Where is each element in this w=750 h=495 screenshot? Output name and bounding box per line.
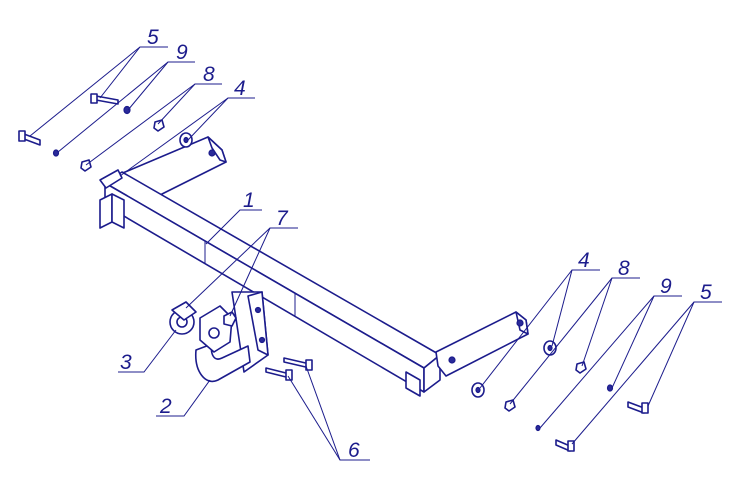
label-5-left: 5	[147, 26, 159, 49]
plate-hole	[258, 336, 266, 344]
bolt-6-upper-head	[305, 359, 313, 371]
bolt-5-left-upper	[95, 95, 119, 105]
label-1: 1	[243, 189, 255, 212]
left-fasteners	[18, 93, 193, 172]
bolt-5-left-upper-head	[90, 93, 98, 104]
bracket-hole	[448, 356, 456, 364]
bolt-5-right-lower-head	[567, 440, 575, 452]
nut-8-left-lower	[80, 159, 92, 172]
washer-9-right-upper	[606, 384, 614, 392]
leader-lines	[29, 46, 722, 461]
main-cross-beam	[99, 169, 441, 397]
label-8-right: 8	[618, 257, 630, 280]
tow-hook-assembly	[169, 291, 269, 383]
label-4-right: 4	[578, 249, 590, 272]
label-9-left: 9	[176, 41, 188, 64]
label-7: 7	[276, 207, 289, 230]
bolt-5-left-lower-head	[18, 130, 26, 142]
label-9-right: 9	[660, 275, 672, 298]
washer-9-left-upper	[123, 105, 131, 115]
nut-8-right-upper	[575, 361, 587, 374]
bolt-5-right-upper-head	[641, 402, 649, 414]
label-5-right: 5	[700, 281, 712, 304]
nut-8-left-upper	[153, 119, 165, 132]
label-2: 2	[159, 395, 172, 418]
label-8-left: 8	[203, 63, 215, 86]
label-6: 6	[348, 439, 360, 462]
label-3: 3	[120, 351, 132, 374]
part-number-labels: 5 9 8 4 1 7 3 2 6 4 8 9 5	[120, 26, 712, 462]
label-4-left: 4	[234, 77, 246, 100]
bracket-hole	[208, 149, 216, 157]
bolt-5-left-lower	[23, 133, 41, 146]
bolt-6-lower-head	[285, 369, 293, 381]
hook-bolt-head	[208, 327, 220, 339]
right-fasteners	[471, 340, 649, 452]
washer-9-left-lower	[52, 149, 60, 157]
nut-7	[223, 311, 237, 327]
bracket-hole	[516, 319, 524, 327]
washer-9-right-lower	[535, 424, 541, 432]
right-mounting-bracket	[435, 311, 529, 377]
bolt-set-6	[265, 357, 313, 381]
plate-hole	[254, 306, 262, 314]
nut-8-right-lower	[504, 399, 516, 412]
